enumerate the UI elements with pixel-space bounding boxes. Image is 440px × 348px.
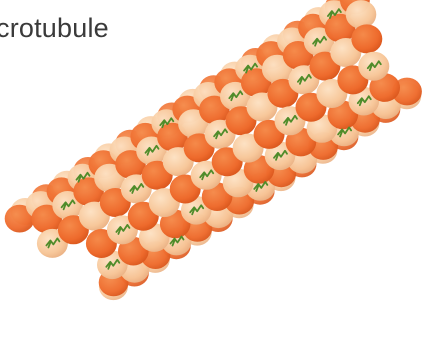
alpha-tubulin-subunit bbox=[351, 24, 382, 53]
tubulin-subunits bbox=[5, 0, 422, 300]
beta-tubulin-subunit bbox=[346, 0, 377, 29]
